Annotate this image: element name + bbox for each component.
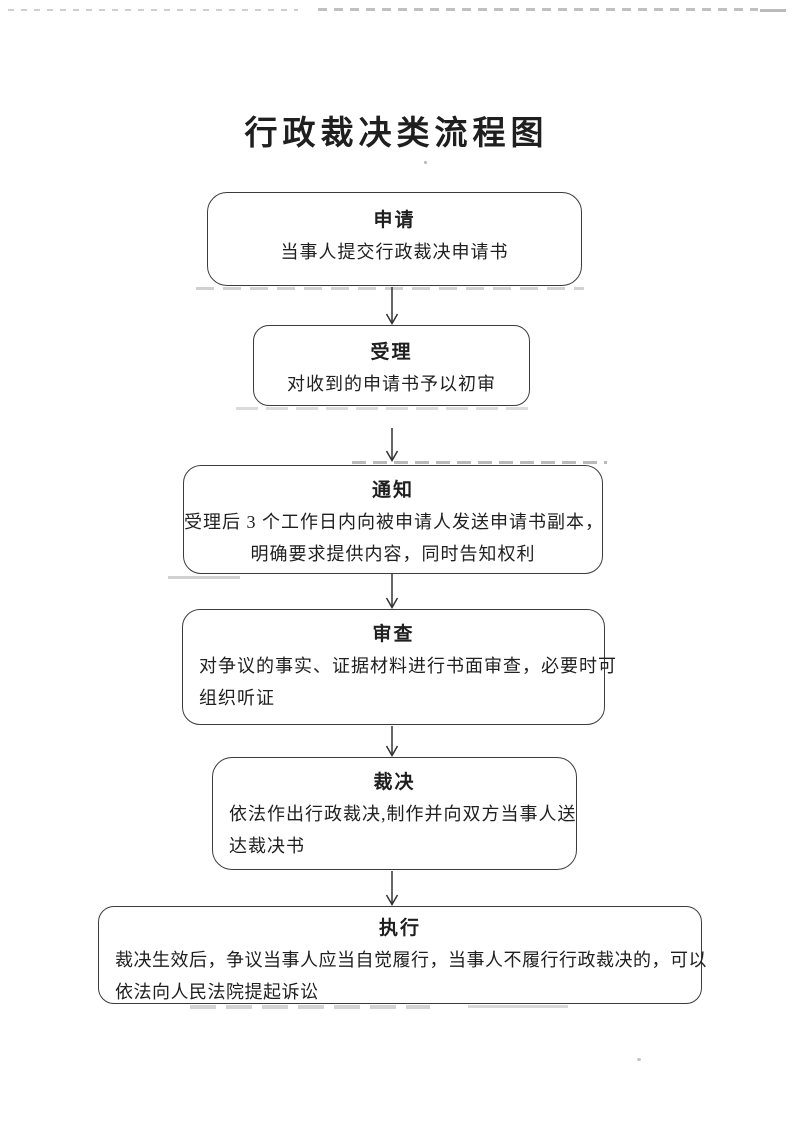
step-body: 受理后 3 个工作日内向被申请人发送申请书副本， 明确要求提供内容，同时告知权利 (184, 506, 604, 570)
flow-step-notification: 通知 受理后 3 个工作日内向被申请人发送申请书副本， 明确要求提供内容，同时告… (183, 465, 603, 574)
scan-artifact-dot (424, 161, 427, 164)
flow-arrow-down-icon (385, 871, 399, 906)
scan-artifact-smudge (236, 407, 535, 410)
step-body-line: 达裁决书 (229, 836, 305, 856)
flow-step-adjudication: 裁决 依法作出行政裁决,制作并向双方当事人送 达裁决书 (212, 757, 577, 870)
step-body: 对收到的申请书予以初审 (254, 368, 529, 400)
step-title: 审查 (372, 624, 415, 645)
scan-artifact-top-dashes (760, 9, 786, 12)
scan-artifact-dot (637, 1058, 641, 1061)
flow-step-application: 申请 当事人提交行政裁决申请书 (207, 192, 582, 286)
step-title: 裁决 (373, 772, 416, 793)
step-body-line: 受理后 3 个工作日内向被申请人发送申请书副本， (184, 512, 604, 532)
step-body-line: 当事人提交行政裁决申请书 (280, 242, 509, 262)
flow-step-execution: 执行 裁决生效后，争议当事人应当自觉履行，当事人不履行行政裁决的，可以 依法向人… (98, 906, 707, 1004)
flow-step-review: 审查 对争议的事实、证据材料进行书面审查，必要时可 组织听证 (182, 609, 617, 725)
flow-arrow-down-icon (385, 287, 399, 325)
step-body-line: 组织听证 (199, 688, 275, 708)
step-body: 当事人提交行政裁决申请书 (208, 236, 581, 268)
scan-artifact-top-dashes (8, 9, 298, 11)
step-title: 执行 (378, 918, 421, 939)
step-body-line: 明确要求提供内容，同时告知权利 (250, 544, 536, 564)
flow-step-acceptance: 受理 对收到的申请书予以初审 (253, 325, 530, 406)
scan-artifact-smudge (168, 576, 240, 579)
flow-arrow-down-icon (385, 726, 399, 757)
step-title: 通知 (371, 480, 414, 501)
step-body-line: 裁决生效后，争议当事人应当自觉履行，当事人不履行行政裁决的，可以 (115, 950, 707, 970)
step-body-line: 对收到的申请书予以初审 (287, 374, 496, 394)
step-body: 裁决生效后，争议当事人应当自觉履行，当事人不履行行政裁决的，可以 依法向人民法院… (99, 944, 707, 1008)
flow-arrow-down-icon (385, 428, 399, 462)
step-title: 受理 (370, 342, 413, 363)
step-body: 对争议的事实、证据材料进行书面审查，必要时可 组织听证 (183, 650, 617, 714)
flow-arrow-down-icon (385, 574, 399, 609)
step-title: 申请 (373, 210, 416, 231)
step-body-line: 依法作出行政裁决,制作并向双方当事人送 (229, 804, 577, 824)
step-body-line: 依法向人民法院提起诉讼 (115, 982, 319, 1002)
scan-artifact-top-dashes (318, 8, 758, 11)
step-body: 依法作出行政裁决,制作并向双方当事人送 达裁决书 (213, 798, 576, 862)
page-title: 行政裁决类流程图 (244, 116, 549, 152)
step-body-line: 对争议的事实、证据材料进行书面审查，必要时可 (199, 656, 617, 676)
